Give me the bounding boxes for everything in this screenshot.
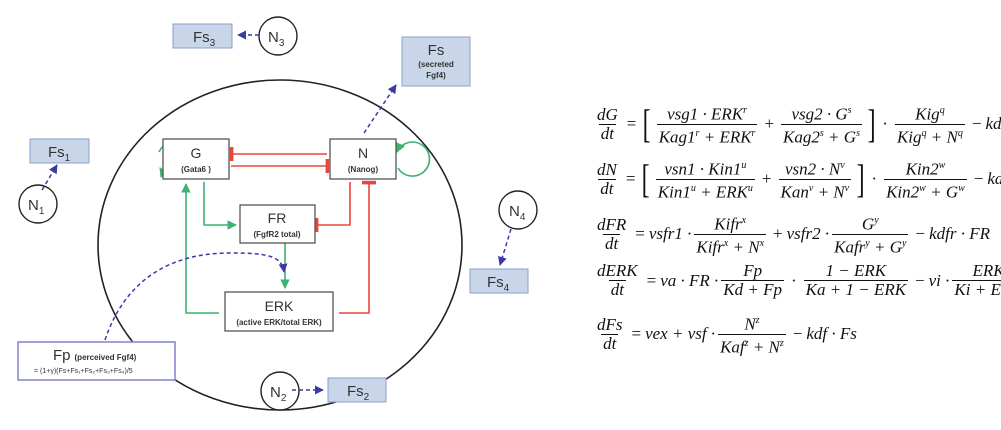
svg-text:Fs: Fs (428, 42, 445, 59)
svg-text:N1: N1 (28, 197, 45, 217)
erk-to-g-activation (181, 183, 219, 314)
svg-text:N3: N3 (268, 29, 285, 49)
n4-cell (498, 190, 538, 230)
fs1-box (29, 138, 90, 164)
svg-text:G: G (191, 145, 202, 161)
fs-secreted: Fs (secreted Fgf4) (363, 36, 471, 134)
neighbor-3: Fs3 N3 (172, 16, 298, 56)
n1-secretion-arrow (41, 164, 58, 191)
svg-text:Fs2: Fs2 (347, 383, 370, 403)
svg-text:(active ERK/total ERK): (active ERK/total ERK) (236, 318, 322, 327)
fp-signal-arrow (104, 252, 288, 341)
svg-text:(FgfR2 total): (FgfR2 total) (253, 230, 300, 239)
neighbor-1: Fs1 N1 (18, 138, 90, 224)
fs4-box (469, 268, 529, 294)
svg-text:Fs3: Fs3 (193, 29, 216, 49)
n3-cell (258, 16, 298, 56)
svg-text:N2: N2 (270, 384, 287, 404)
node-fr: FR (FgfR2 total) (239, 204, 316, 244)
svg-text:(Nanog): (Nanog) (348, 165, 379, 174)
svg-text:ERK: ERK (265, 298, 294, 314)
node-erk: ERK (active ERK/total ERK) (224, 291, 334, 332)
svg-text:FR: FR (268, 210, 287, 226)
svg-text:Fp(perceived Fgf4): Fp(perceived Fgf4) (53, 347, 137, 364)
fs2-box (327, 377, 387, 403)
svg-text:(Gata6 ): (Gata6 ) (181, 165, 211, 174)
n2-cell (260, 371, 300, 411)
inhibition-edges (229, 146, 377, 314)
n-secretion-arrow (363, 84, 397, 134)
n-self-activation (396, 141, 431, 177)
g-to-fr-activation (203, 182, 237, 230)
n4-secretion-arrow (498, 228, 512, 266)
neighbor-2: N2 Fs2 (260, 371, 387, 411)
n1-cell (18, 184, 58, 224)
svg-text:= (1+γ)(Fs+Fs₁+Fs₂+Fs₃+Fs₄)/5: = (1+γ)(Fs+Fs₁+Fs₂+Fs₃+Fs₄)/5 (34, 368, 133, 375)
svg-text:N: N (358, 145, 368, 161)
node-n: N (Nanog) (329, 138, 397, 180)
neighbor-4: N4 Fs4 (469, 190, 538, 294)
fs3-box (172, 23, 233, 49)
fs-box (401, 36, 471, 87)
node-fp: Fp(perceived Fgf4) = (1+γ)(Fs+Fs₁+Fs₂+Fs… (17, 341, 176, 381)
erk-inhibits-n (339, 180, 377, 314)
svg-text:N4: N4 (509, 203, 526, 223)
svg-text:(secreted: (secreted (418, 60, 454, 69)
svg-text:Fs1: Fs1 (48, 144, 71, 164)
node-g: G (Gata6 ) (162, 138, 230, 180)
svg-text:Fs4: Fs4 (487, 274, 510, 294)
n-inhibits-fr (314, 182, 351, 233)
svg-text:Fgf4): Fgf4) (426, 71, 446, 80)
